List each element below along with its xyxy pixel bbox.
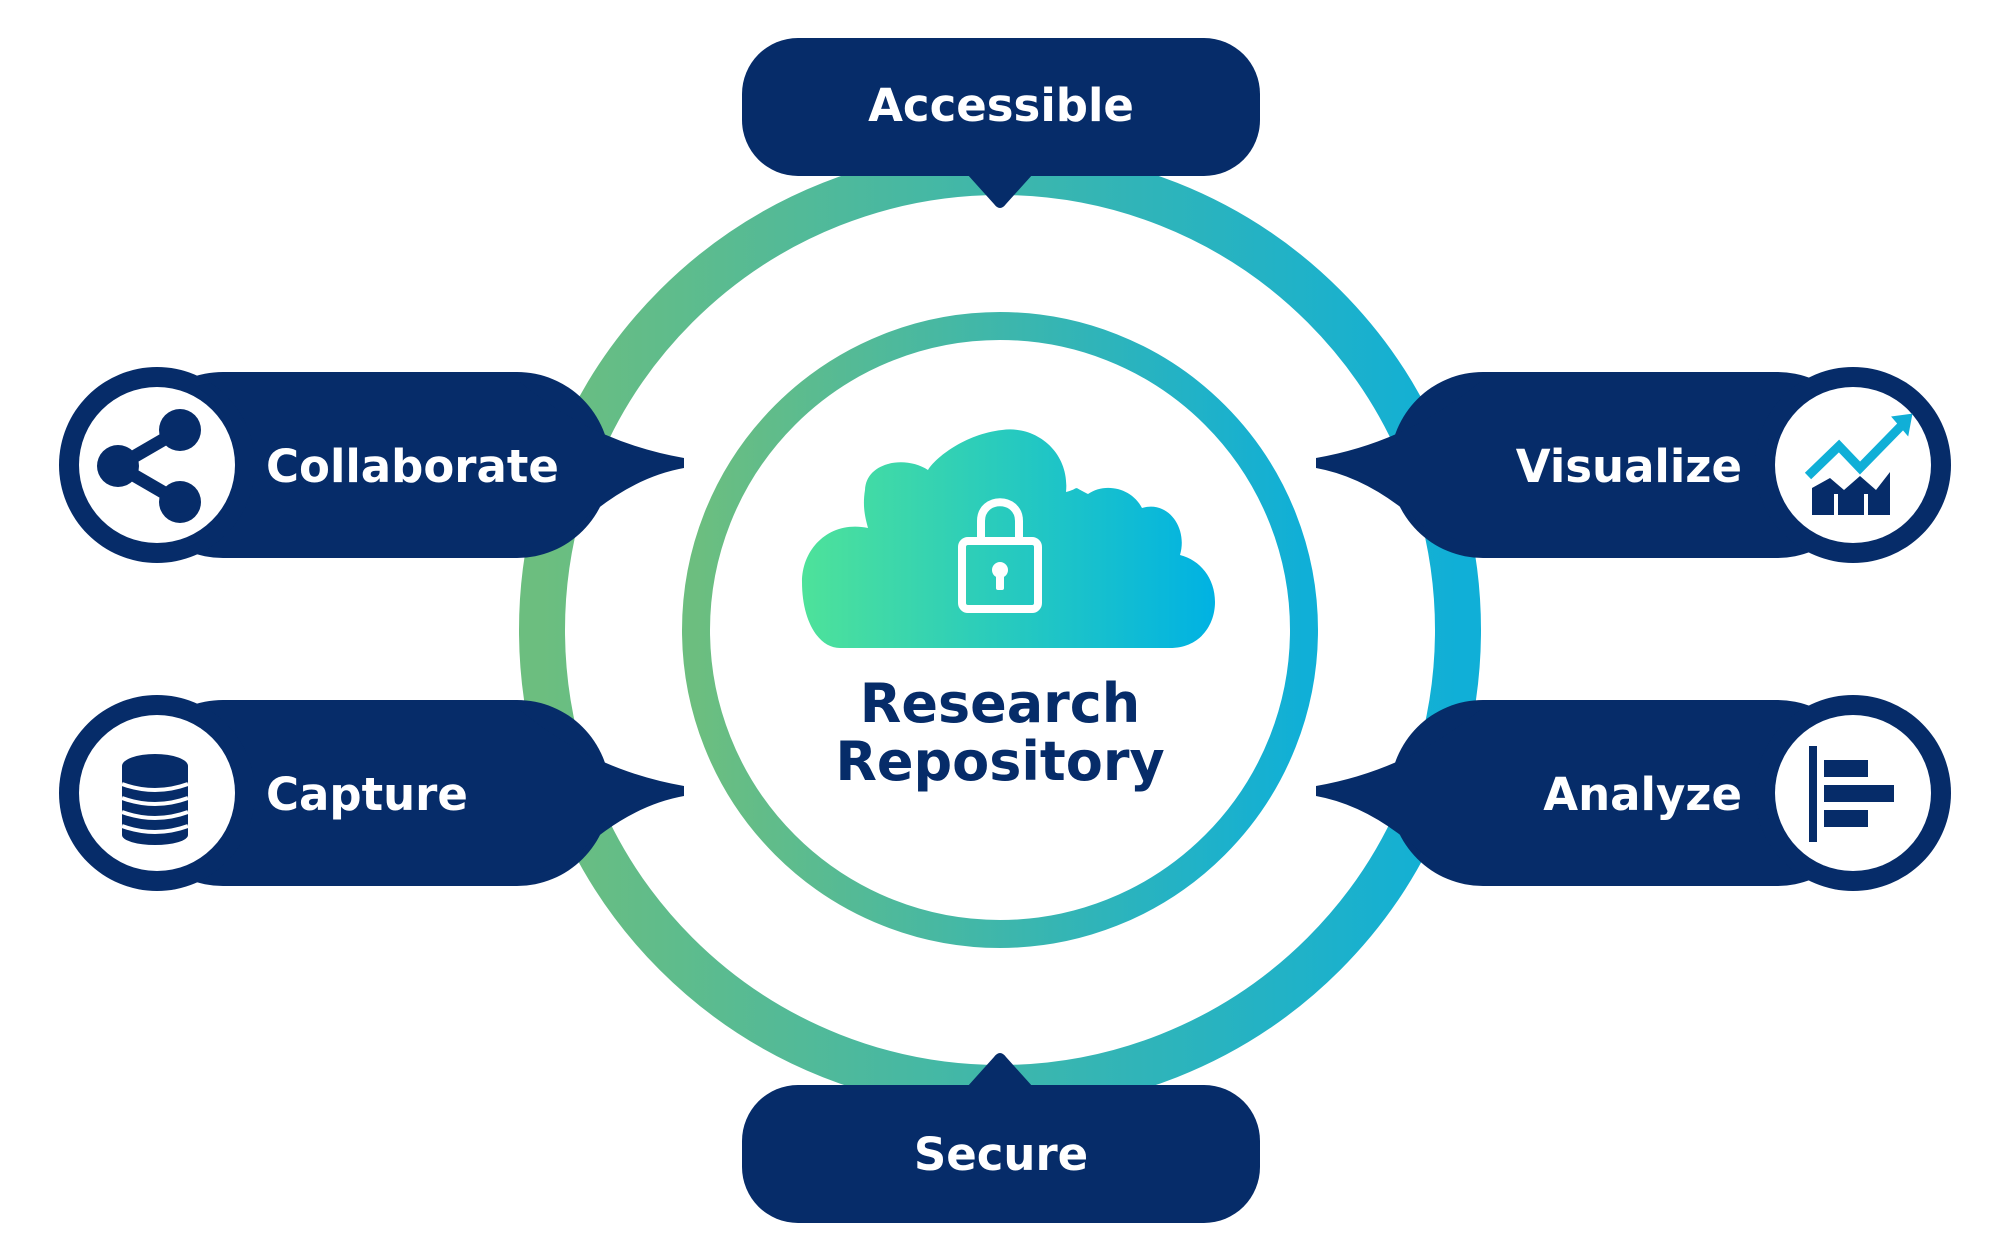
secure-label: Secure [914,1128,1088,1181]
capture-label: Capture [266,768,468,821]
database-icon [121,754,189,845]
accessible-label: Accessible [868,79,1134,132]
visualize-label: Visualize [1516,440,1742,493]
node-secure: Secure [742,1053,1260,1223]
node-collaborate: Collaborate [59,367,684,563]
share-icon [97,409,201,523]
bar-list-icon [1809,746,1894,842]
node-visualize: Visualize [1316,367,1951,563]
node-analyze: Analyze [1316,695,1951,891]
node-capture: Capture [59,695,684,891]
chart-trend-icon [1804,413,1913,515]
analyze-label: Analyze [1543,768,1742,821]
center-title-line2: Repository [835,730,1164,793]
inner-ring [682,312,1318,948]
cloud-lock-icon [802,429,1215,648]
node-accessible: Accessible [742,38,1260,208]
collaborate-label: Collaborate [266,440,559,493]
center-title-line1: Research [860,672,1141,735]
